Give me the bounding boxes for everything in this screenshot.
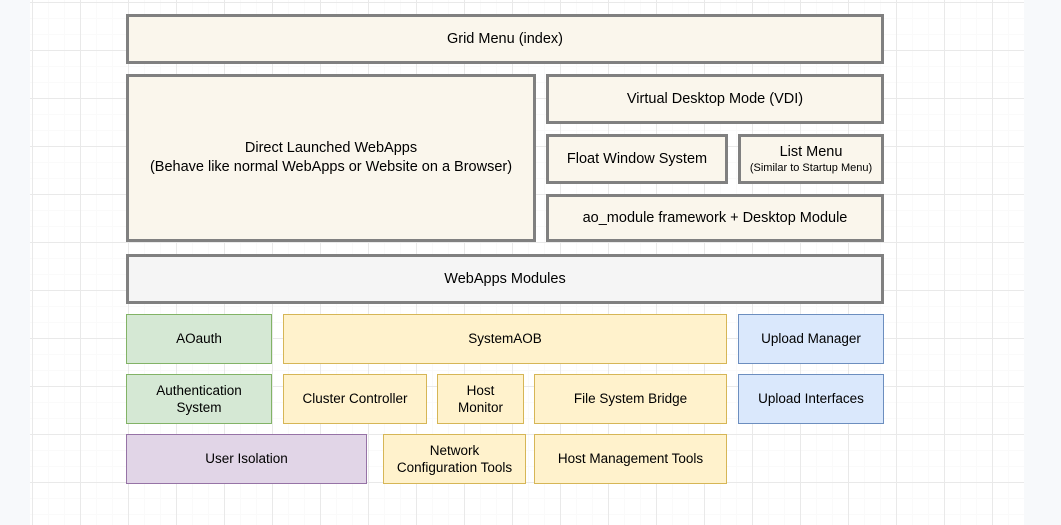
node-host-monitor[interactable]: Host Monitor xyxy=(437,374,524,424)
node-upload-manager[interactable]: Upload Manager xyxy=(738,314,884,364)
node-system-aob[interactable]: SystemAOB xyxy=(283,314,727,364)
node-cluster-controller[interactable]: Cluster Controller xyxy=(283,374,427,424)
list-menu-subtitle: (Similar to Startup Menu) xyxy=(750,161,872,175)
node-network-configuration-tools[interactable]: Network Configuration Tools xyxy=(383,434,526,484)
node-direct-launched-webapps[interactable]: Direct Launched WebApps (Behave like nor… xyxy=(126,74,536,242)
node-aoauth[interactable]: AOauth xyxy=(126,314,272,364)
node-upload-interfaces[interactable]: Upload Interfaces xyxy=(738,374,884,424)
node-float-window-system[interactable]: Float Window System xyxy=(546,134,728,184)
node-file-system-bridge[interactable]: File System Bridge xyxy=(534,374,727,424)
node-authentication-system[interactable]: Authentication System xyxy=(126,374,272,424)
node-user-isolation[interactable]: User Isolation xyxy=(126,434,367,484)
direct-webapps-title: Direct Launched WebApps xyxy=(245,139,417,158)
node-virtual-desktop-mode[interactable]: Virtual Desktop Mode (VDI) xyxy=(546,74,884,124)
node-list-menu[interactable]: List Menu (Similar to Startup Menu) xyxy=(738,134,884,184)
node-ao-module-framework[interactable]: ao_module framework + Desktop Module xyxy=(546,194,884,242)
node-webapps-modules[interactable]: WebApps Modules xyxy=(126,254,884,304)
node-host-management-tools[interactable]: Host Management Tools xyxy=(534,434,727,484)
direct-webapps-subtitle: (Behave like normal WebApps or Website o… xyxy=(150,158,512,177)
node-grid-menu[interactable]: Grid Menu (index) xyxy=(126,14,884,64)
list-menu-title: List Menu xyxy=(780,143,843,162)
